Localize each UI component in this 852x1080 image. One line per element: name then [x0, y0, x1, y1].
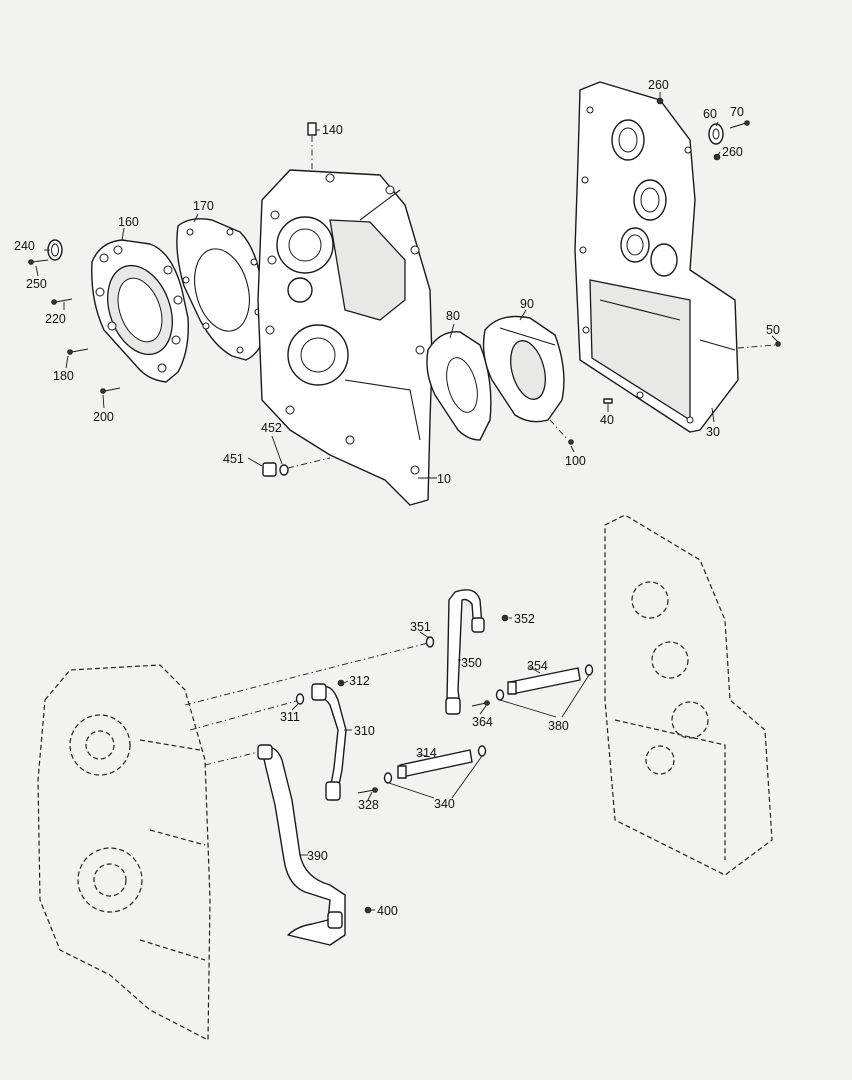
part-170-gasket: [176, 218, 267, 361]
part-312-plug: [337, 679, 345, 687]
callout-352: 352: [514, 612, 535, 626]
part-354-tube: [507, 667, 581, 695]
callout-350: 350: [461, 656, 482, 670]
part-260-plug-a: [656, 97, 664, 105]
callout-260-top: 260: [648, 78, 669, 92]
callout-30: 30: [706, 425, 720, 439]
callout-351: 351: [410, 620, 431, 634]
part-80-plate: [426, 331, 492, 441]
part-400-bolt: [364, 906, 372, 914]
part-451-plug: [262, 462, 277, 477]
callout-451: 451: [223, 452, 244, 466]
part-180-bolt: [67, 348, 89, 355]
part-50-bolt: [737, 341, 781, 349]
part-352-plug: [501, 614, 509, 622]
callout-10: 10: [437, 472, 451, 486]
callout-260-bottom: 260: [722, 145, 743, 159]
part-260-plug-b: [713, 153, 721, 161]
callout-50: 50: [766, 323, 780, 337]
part-351-oring: [425, 636, 435, 648]
callout-400: 400: [377, 904, 398, 918]
callout-60: 60: [703, 107, 717, 121]
callout-90: 90: [520, 297, 534, 311]
callout-70: 70: [730, 105, 744, 119]
callout-140: 140: [322, 123, 343, 137]
part-70-bolt: [729, 120, 750, 129]
callout-180: 180: [53, 369, 74, 383]
callout-80: 80: [446, 309, 460, 323]
callout-312: 312: [349, 674, 370, 688]
callout-354: 354: [527, 659, 548, 673]
part-314-tube: [397, 749, 473, 779]
callout-364: 364: [472, 715, 493, 729]
part-452-seal: [279, 464, 289, 476]
callout-380: 380: [548, 719, 569, 733]
part-60-seal: [708, 123, 724, 145]
ghost-housing-left: [37, 664, 211, 1041]
part-200-bolt: [100, 387, 121, 394]
part-100-bolt: [549, 419, 574, 445]
callout-160: 160: [118, 215, 139, 229]
part-328-bolt: [357, 787, 378, 794]
part-380-orings: [495, 664, 594, 701]
leader-lines: [35, 92, 779, 911]
part-311-oring: [295, 693, 305, 705]
callout-390: 390: [307, 849, 328, 863]
part-40-dowel: [603, 398, 613, 404]
part-350-pipe: [445, 589, 485, 715]
callout-310: 310: [354, 724, 375, 738]
callout-100: 100: [565, 454, 586, 468]
ghost-housing-right: [604, 514, 773, 876]
part-220-bolt: [51, 298, 73, 305]
part-240-ring: [47, 239, 63, 261]
callout-250: 250: [26, 277, 47, 291]
callout-340: 340: [434, 797, 455, 811]
callout-314: 314: [416, 746, 437, 760]
callout-40: 40: [600, 413, 614, 427]
part-10-housing: [257, 169, 433, 506]
part-90-shroud: [482, 315, 565, 423]
callout-200: 200: [93, 410, 114, 424]
part-140-breather: [307, 122, 317, 172]
part-160-cover: [91, 239, 189, 383]
callout-452: 452: [261, 421, 282, 435]
callout-240: 240: [14, 239, 35, 253]
callout-220: 220: [45, 312, 66, 326]
callout-170: 170: [193, 199, 214, 213]
part-390-pipe: [257, 744, 346, 946]
callout-labels: 10 30 40 50 60 70 80 90 100 140 160 170 …: [14, 78, 780, 918]
part-30-rear-housing: [574, 81, 739, 433]
callout-311: 311: [280, 710, 300, 724]
part-250-bolt: [28, 259, 49, 265]
callout-328: 328: [358, 798, 379, 812]
part-364-bolt: [471, 700, 490, 707]
part-310-pipe: [311, 683, 347, 801]
